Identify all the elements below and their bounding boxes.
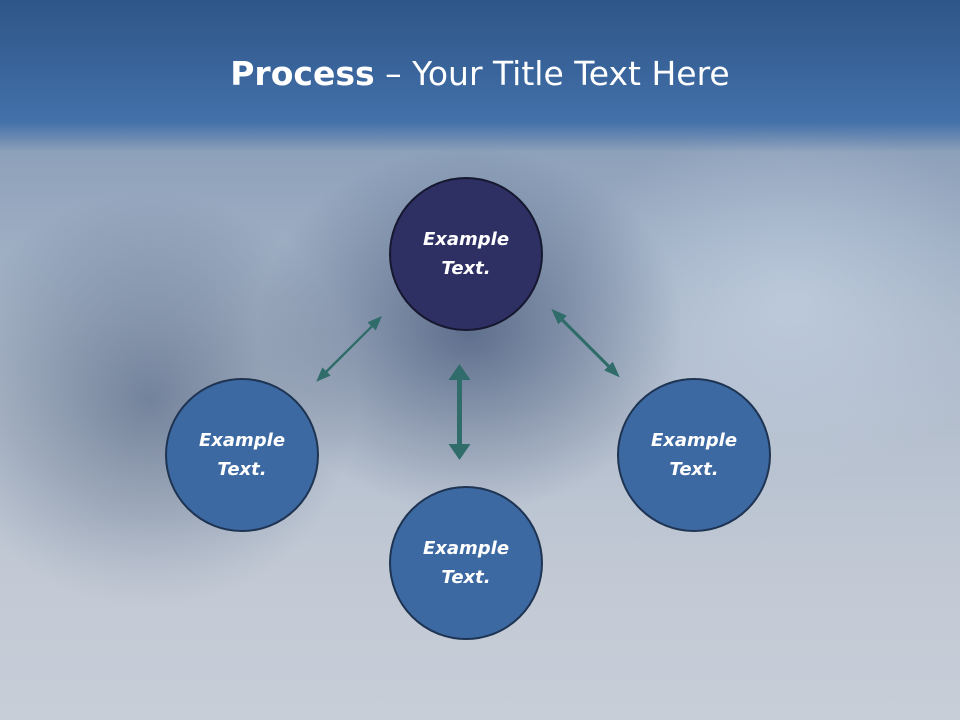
process-node-bottom-label: Example Text. xyxy=(422,538,510,588)
process-node-right: Example Text. xyxy=(617,378,771,532)
title-bold-text: Process xyxy=(230,54,375,93)
process-node-bottom: Example Text. xyxy=(389,486,543,640)
double-arrow-top-left xyxy=(316,316,382,382)
title-rest-text: – Your Title Text Here xyxy=(374,54,730,93)
process-node-top-label: Example Text. xyxy=(422,229,510,279)
double-arrow-top-bottom xyxy=(448,364,471,460)
process-node-left: Example Text. xyxy=(165,378,319,532)
process-node-right-label: Example Text. xyxy=(650,430,738,480)
process-node-left-label: Example Text. xyxy=(198,430,286,480)
process-node-top: Example Text. xyxy=(389,177,543,331)
title-band xyxy=(0,0,960,152)
double-arrow-top-right xyxy=(551,308,620,378)
slide-title: Process – Your Title Text Here xyxy=(0,52,960,96)
